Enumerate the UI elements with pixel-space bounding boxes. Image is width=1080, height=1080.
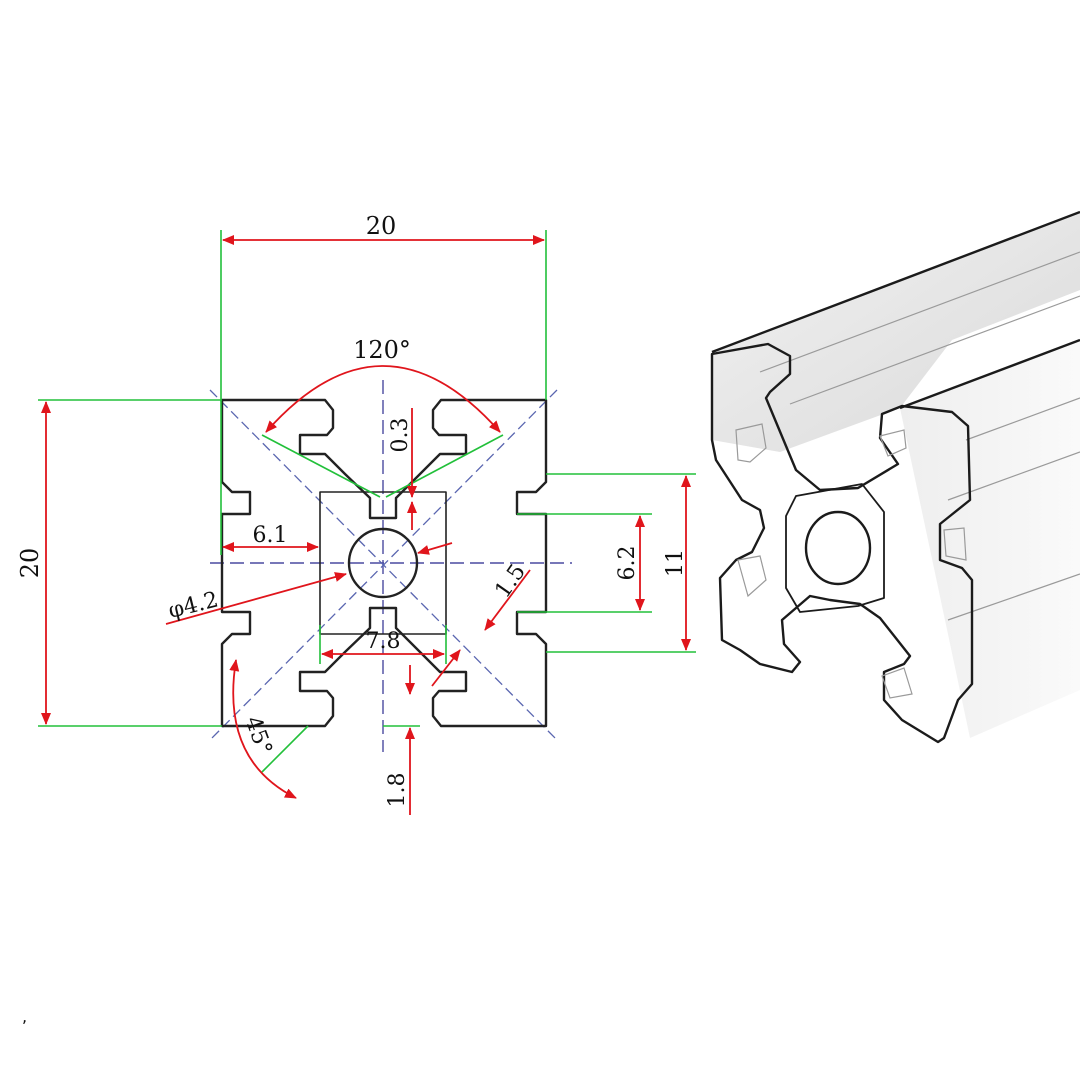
stray-mark: ,: [22, 1007, 27, 1026]
iso-top-edge: [711, 210, 1080, 354]
dim-arrow-bore-b: [417, 542, 453, 555]
center-bore: [347, 527, 419, 599]
dim-label-width: 20: [366, 212, 397, 240]
dim-arc-120: [265, 365, 501, 433]
dim-label-bore: φ4.2: [166, 587, 221, 623]
dim-arrow-wall-b: [431, 649, 461, 687]
dim-arrow-bore: [165, 572, 347, 625]
iso-slot-left: [735, 423, 767, 463]
dim-label-bottom-wall: 1.8: [385, 773, 410, 808]
dim-label-height: 20: [16, 548, 44, 579]
iso-side-groove-a: [965, 397, 1080, 441]
iso-slot-top: [879, 429, 907, 457]
dim-arrow-wall: [484, 569, 531, 631]
iso-slot-bottom: [881, 667, 913, 699]
dim-label-wall: 1.5: [490, 560, 531, 603]
iso-side-groove-c: [947, 573, 1080, 621]
iso-bore: [804, 510, 872, 586]
iso-side-face: [900, 340, 1080, 738]
iso-top-groove-b: [789, 295, 1080, 405]
dim-label-opening: 6.2: [615, 546, 640, 581]
isometric-extrusion: [710, 210, 1080, 744]
iso-core: [785, 483, 885, 613]
dim-label-top-gap: 0.3: [388, 418, 413, 453]
iso-top-groove-a: [759, 251, 1080, 373]
dim-label-inner-width: 7.8: [366, 629, 401, 654]
dim-label-angle-corner: 45°: [240, 713, 277, 758]
dim-label-angle-top: 120°: [353, 336, 411, 364]
dim-label-slot-depth: 6.1: [253, 523, 288, 548]
ext-line-angle-a: [261, 434, 381, 498]
iso-slot-right: [943, 527, 967, 561]
iso-slot-lower-left: [737, 555, 767, 598]
ext-line-angle-b: [385, 434, 504, 498]
iso-upper-edge: [899, 338, 1080, 410]
dim-label-slot-width: 11: [663, 549, 688, 577]
dim-arc-45: [229, 659, 297, 799]
cross-section: 20 20 120° 0.3 6.1 φ4.2 6.2 11 1.5 7.8 4…: [16, 212, 696, 815]
iso-top-face: [712, 212, 1080, 452]
profile-outline: [220, 398, 548, 728]
iso-end-face: [710, 342, 974, 744]
